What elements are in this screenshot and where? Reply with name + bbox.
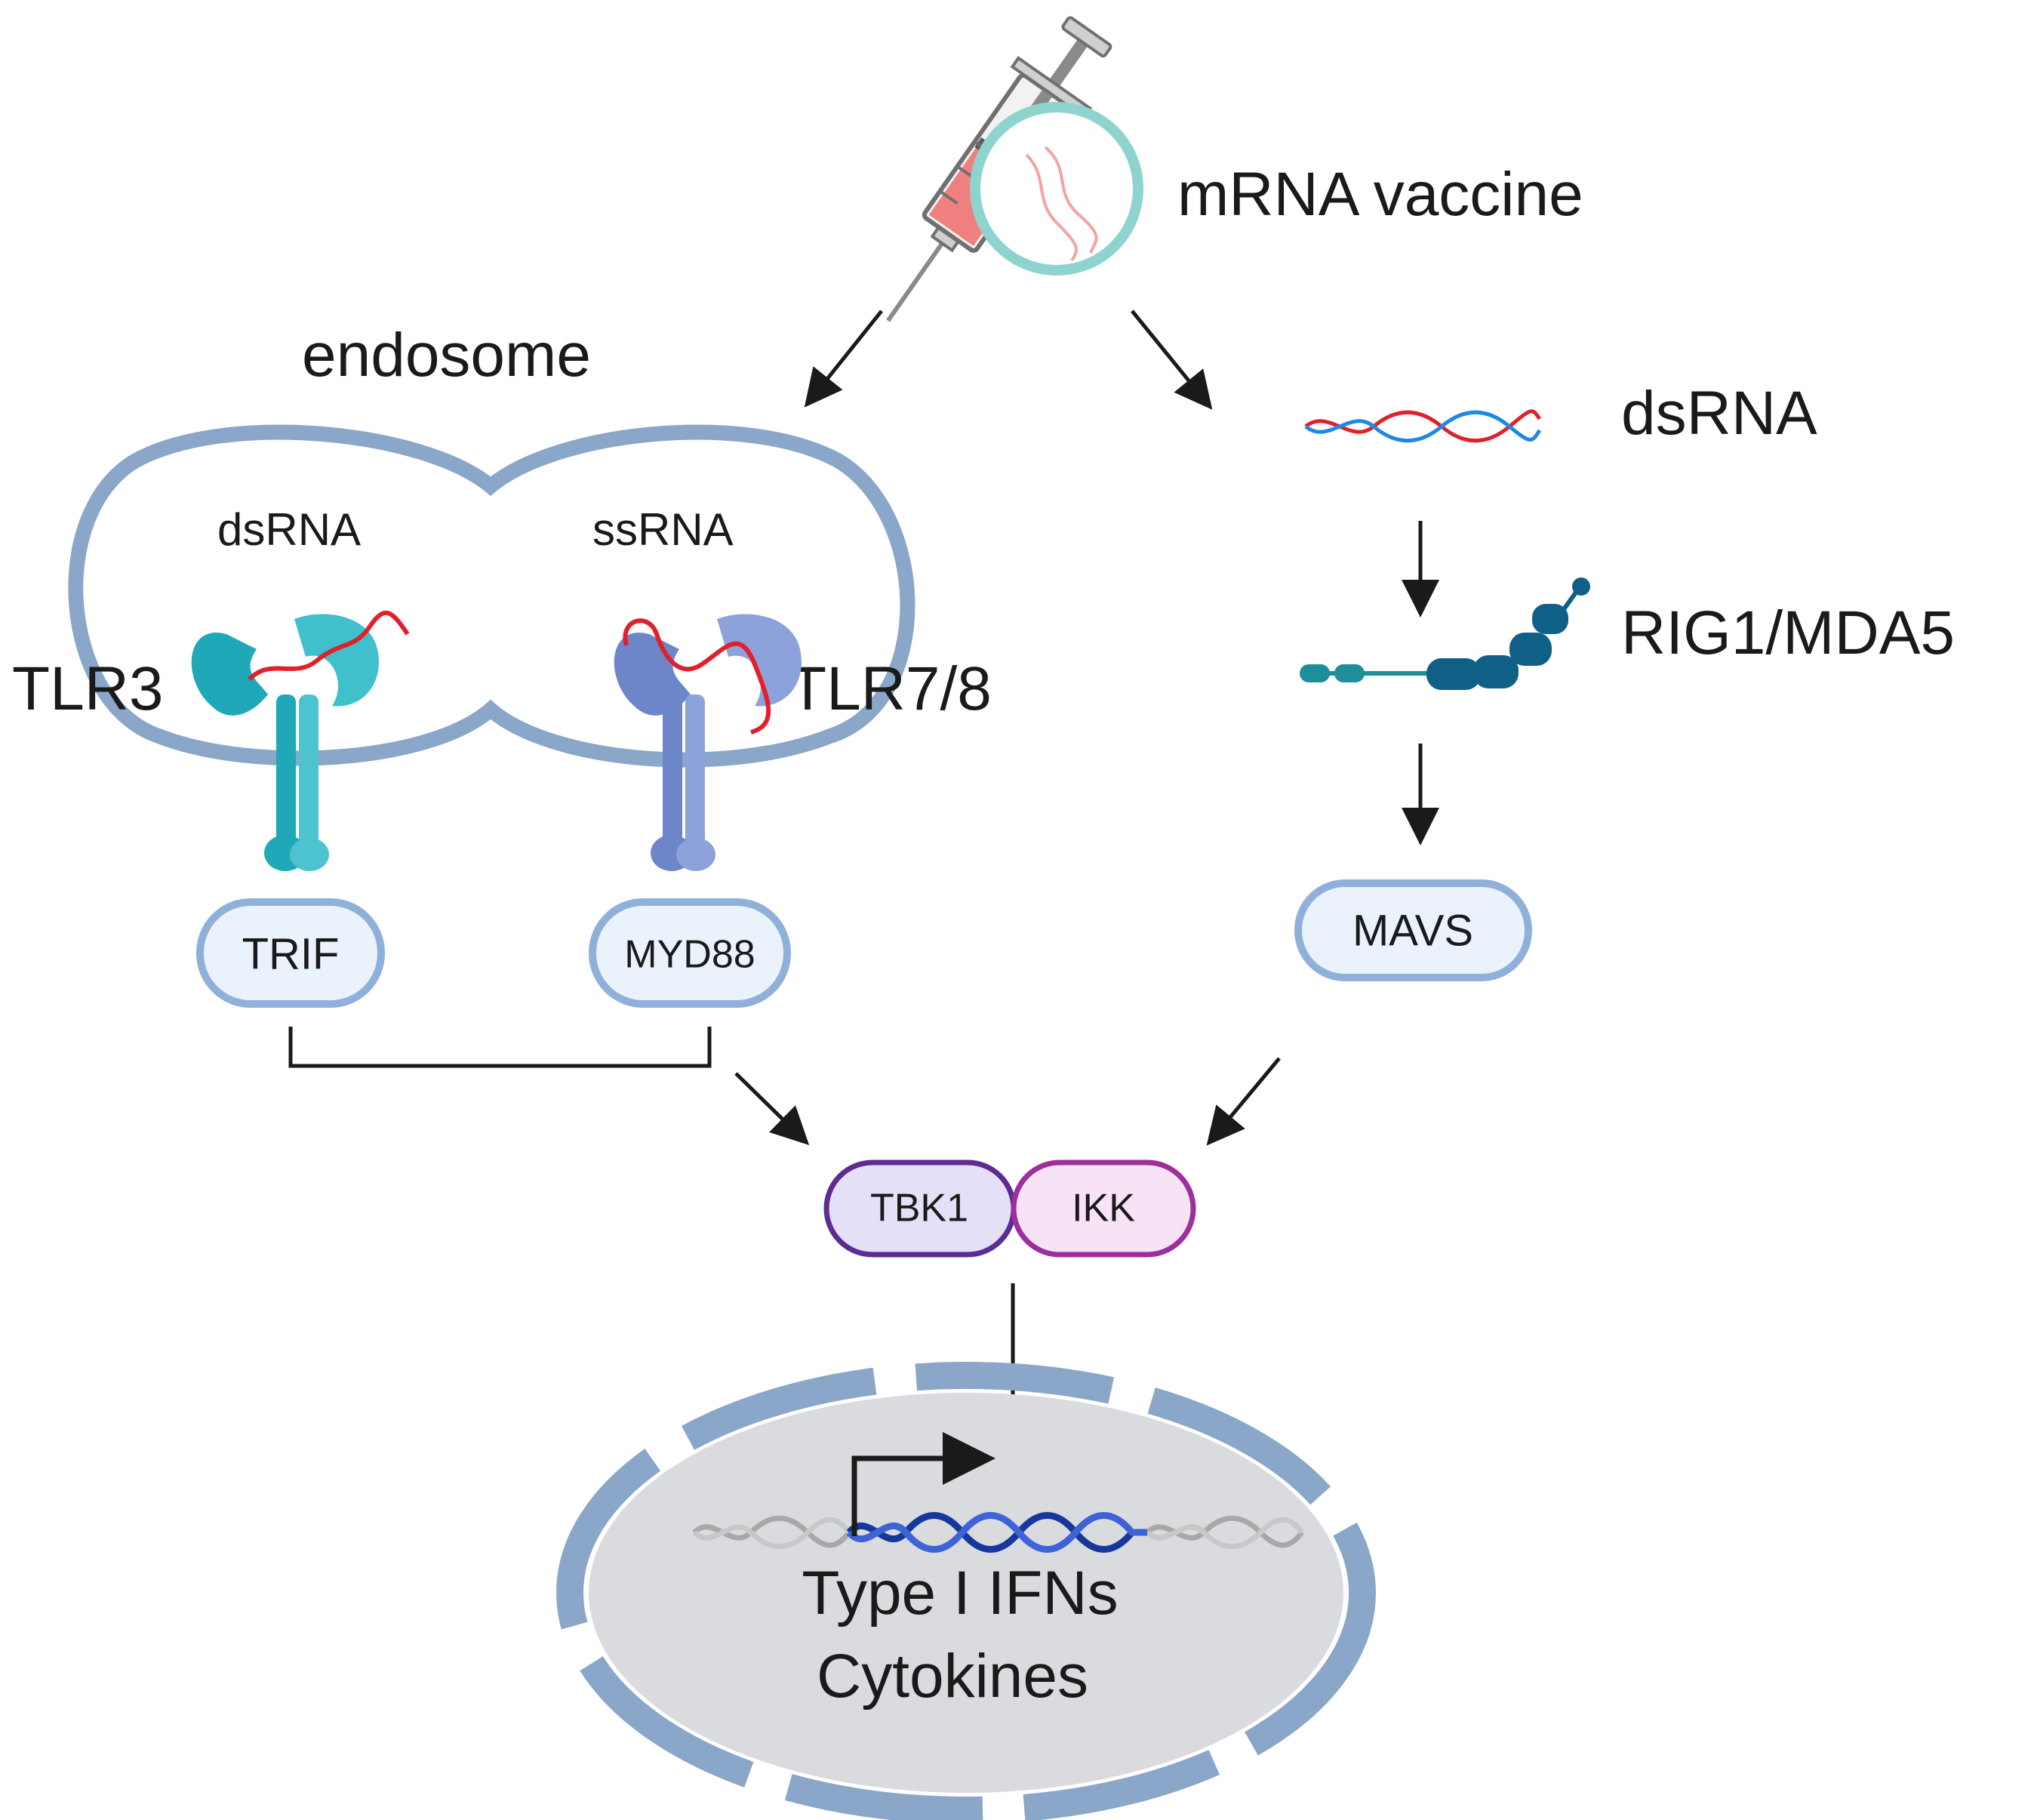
rig1-mda5-icon	[1300, 577, 1590, 690]
tlr78-receptor-icon	[614, 614, 802, 871]
cytokines-label: Cytokines	[817, 1642, 1088, 1711]
endosome-dsrna-label: dsRNA	[217, 504, 361, 555]
trif-label: TRIF	[242, 929, 340, 978]
adaptor-bracket	[288, 1027, 712, 1068]
gene-dna-icon	[846, 1512, 1147, 1553]
cytosolic-dsrna-icon	[1304, 409, 1542, 443]
cytosolic-dsrna-label: dsRNA	[1621, 379, 1817, 448]
lipid-nanoparticle-icon	[970, 102, 1143, 276]
mrna-vaccine-label: mRNA vaccine	[1177, 160, 1583, 229]
rig1-mda5-label: RIG1/MDA5	[1621, 599, 1955, 667]
arrow-mavs-to-ikk	[1206, 1057, 1281, 1146]
mavs-label: MAVS	[1352, 906, 1473, 955]
dna-flank-icon	[692, 1515, 1304, 1550]
myd88-node: MYD88	[589, 898, 791, 1008]
transcription-start-arrow-icon	[851, 1432, 995, 1536]
arrow-to-tbk1	[734, 1072, 810, 1145]
endosome-membrane	[68, 424, 915, 768]
ikk-node: IKK	[1011, 1159, 1196, 1258]
tbk1-node: TBK1	[823, 1159, 1017, 1258]
arrow-to-cytosol	[1131, 309, 1213, 410]
myd88-label: MYD88	[624, 933, 755, 977]
tlr78-label: TLR7/8	[789, 654, 992, 723]
trif-node: TRIF	[196, 898, 385, 1008]
tlr3-label: TLR3	[12, 654, 164, 723]
type1-ifns-label: Type I IFNs	[802, 1559, 1118, 1628]
ikk-label: IKK	[1072, 1187, 1135, 1230]
nuclear-envelope	[556, 1362, 1376, 1820]
tlr3-receptor-icon	[191, 610, 410, 871]
nucleus: Type I IFNs Cytokines	[556, 1362, 1376, 1820]
mavs-node: MAVS	[1294, 879, 1532, 981]
endosome-ssrna-label: ssRNA	[592, 504, 734, 555]
endosome-label: endosome	[302, 321, 591, 390]
arrow-to-endosome	[804, 309, 883, 408]
tbk1-label: TBK1	[870, 1187, 968, 1230]
